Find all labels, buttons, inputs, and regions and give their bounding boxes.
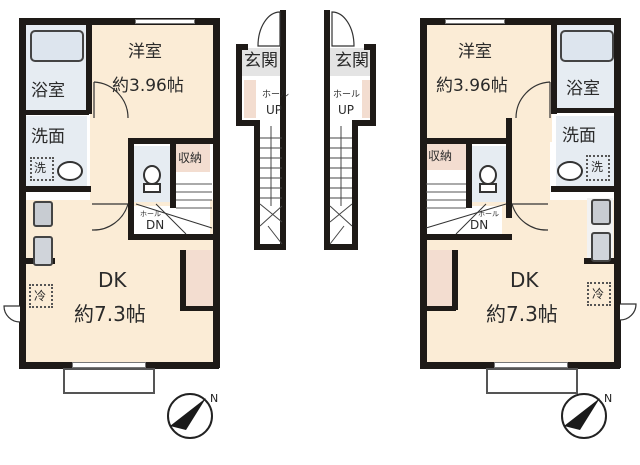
closet-right-dk — [426, 250, 452, 308]
compass-right-icon: N — [561, 392, 612, 439]
washer-space-right — [586, 155, 610, 181]
door-western-right-icon — [515, 81, 551, 119]
bathtub-icon — [560, 30, 614, 62]
compass-right-label: N — [604, 392, 612, 405]
up-left-label: UP — [266, 103, 283, 117]
up-right-label: UP — [338, 103, 355, 117]
hall-right-label: ホール — [478, 210, 499, 218]
hall-entry-left-label: ホール — [262, 90, 290, 100]
stairs-left — [176, 176, 210, 234]
storage-right — [426, 144, 466, 170]
corridor-left-floor — [90, 120, 130, 210]
toilet-icon — [479, 165, 497, 193]
door-ext-right-icon — [619, 303, 637, 321]
storage-left — [176, 144, 210, 172]
genkan-left-label: 玄関 — [244, 51, 278, 71]
storage-left-label: 収納 — [178, 151, 203, 165]
stove-icon — [33, 201, 53, 227]
western-room-right-size: 約3.96帖 — [436, 76, 508, 96]
compass-left-label: N — [210, 392, 218, 405]
hall-entry-right-label: ホール — [333, 90, 361, 100]
door-entry-right-icon — [331, 11, 355, 47]
genkan-right-label: 玄関 — [335, 51, 369, 71]
fridge-label-left: 冷 — [34, 289, 47, 303]
hall-left-label: ホール — [140, 210, 161, 218]
balcony-right — [486, 368, 578, 394]
sink-icon — [33, 236, 53, 266]
stove-icon — [591, 199, 611, 225]
bathroom-left-label: 浴室 — [31, 81, 65, 101]
washer-label-left: 洗 — [34, 161, 47, 175]
washer-space-left — [30, 157, 54, 181]
dk-right-size: 約7.3帖 — [486, 302, 558, 326]
western-room-left-size: 約3.96帖 — [112, 76, 184, 96]
storage-right-label: 収納 — [428, 149, 453, 163]
stairs-down-right-label: DN — [470, 218, 489, 232]
stairs-up-right-icon — [329, 126, 353, 245]
western-room-left-name: 洋室 — [128, 42, 162, 62]
closet-left-dk — [185, 250, 213, 308]
sink-icon — [591, 232, 611, 262]
dk-right-name: DK — [510, 268, 539, 292]
fridge-space-right — [587, 282, 611, 306]
door-ext-left-icon — [3, 305, 21, 323]
basin-icon — [557, 161, 583, 181]
stairs-up-left-icon — [259, 126, 283, 245]
bathroom-right-label: 浴室 — [566, 79, 600, 99]
dk-left-size: 約7.3帖 — [74, 302, 146, 326]
fridge-space-left — [29, 284, 53, 308]
stairs-down-left-label: DN — [146, 218, 165, 232]
balcony-left — [63, 368, 155, 394]
stairs-down-right-icon — [425, 183, 507, 235]
corridor-right-floor — [510, 120, 550, 210]
compass-left-icon: N — [167, 392, 218, 439]
door-western-left-icon — [93, 81, 129, 119]
toilet-icon — [143, 165, 161, 193]
entry-left-genkan — [242, 48, 282, 76]
washroom-left-label: 洗面 — [31, 127, 65, 147]
entry-right-genkan — [330, 48, 376, 76]
fridge-label-right: 冷 — [592, 287, 605, 301]
door-entry-left-icon — [257, 11, 281, 47]
stairs-down-left-icon — [135, 183, 213, 235]
basin-icon — [57, 161, 83, 181]
door-dk-left-icon — [91, 203, 129, 231]
washer-label-right: 洗 — [591, 160, 604, 174]
door-dk-right-icon — [511, 203, 549, 231]
washroom-right-label: 洗面 — [562, 126, 596, 146]
dk-left-name: DK — [98, 268, 127, 292]
western-room-right-name: 洋室 — [458, 42, 492, 62]
bathtub-icon — [30, 30, 84, 62]
